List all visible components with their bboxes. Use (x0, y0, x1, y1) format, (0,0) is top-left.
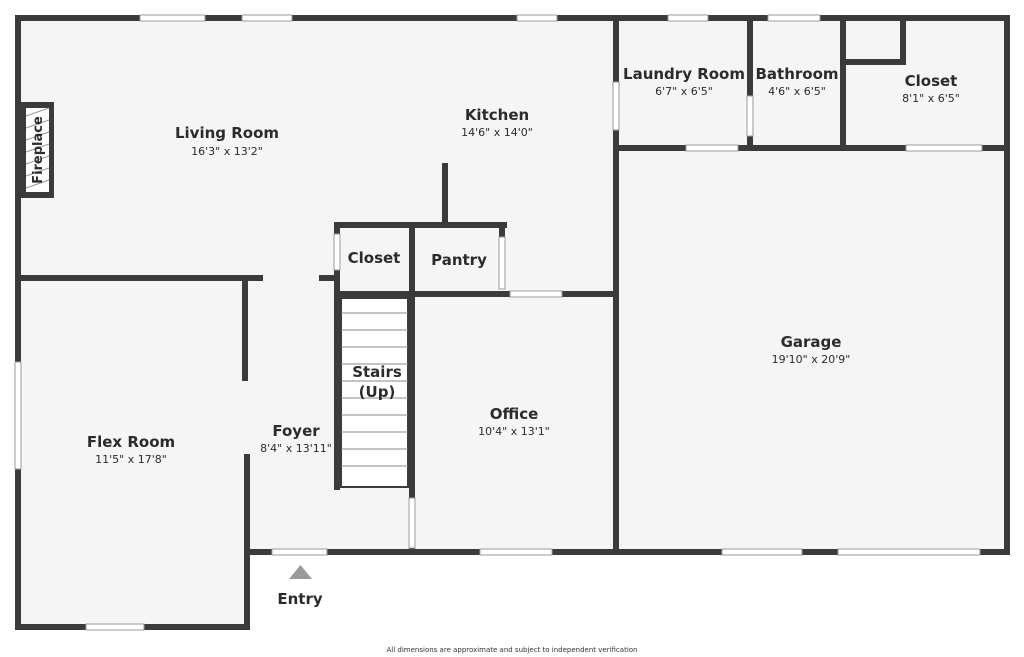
room-name-closet-upper: Closet (905, 72, 958, 90)
room-dims-garage: 19'10" x 20'9" (772, 353, 851, 366)
room-name-living-room: Living Room (175, 124, 279, 142)
room-dims-office: 10'4" x 13'1" (478, 425, 550, 438)
room-name-foyer: Foyer (272, 422, 320, 440)
room-dims-flex-room: 11'5" x 17'8" (95, 453, 167, 466)
room-name-pantry: Pantry (431, 251, 487, 269)
room-name-office: Office (490, 405, 539, 423)
fireplace-label: Fireplace (31, 116, 46, 184)
room-dims-living-room: 16'3" x 13'2" (191, 145, 263, 158)
fireplace: Fireplace (21, 102, 54, 198)
entry-label: Entry (277, 590, 322, 608)
stairs-label-line2: (Up) (359, 383, 396, 401)
stairs (340, 297, 409, 488)
room-dims-closet-upper: 8'1" x 6'5" (902, 92, 960, 105)
room-dims-foyer: 8'4" x 13'11" (260, 442, 332, 455)
disclaimer: All dimensions are approximate and subje… (387, 646, 638, 654)
room-name-closet-small: Closet (348, 249, 401, 267)
room-name-flex-room: Flex Room (87, 433, 175, 451)
room-name-bathroom: Bathroom (755, 65, 838, 83)
stairs-label-line1: Stairs (352, 363, 402, 381)
openings (14, 14, 983, 631)
room-name-garage: Garage (781, 333, 842, 351)
room-dims-laundry-room: 6'7" x 6'5" (655, 85, 713, 98)
entry-arrow-icon (289, 565, 312, 579)
room-dims-kitchen: 14'6" x 14'0" (461, 126, 533, 139)
room-dims-bathroom: 4'6" x 6'5" (768, 85, 826, 98)
room-name-laundry-room: Laundry Room (623, 65, 745, 83)
room-name-kitchen: Kitchen (465, 106, 529, 124)
